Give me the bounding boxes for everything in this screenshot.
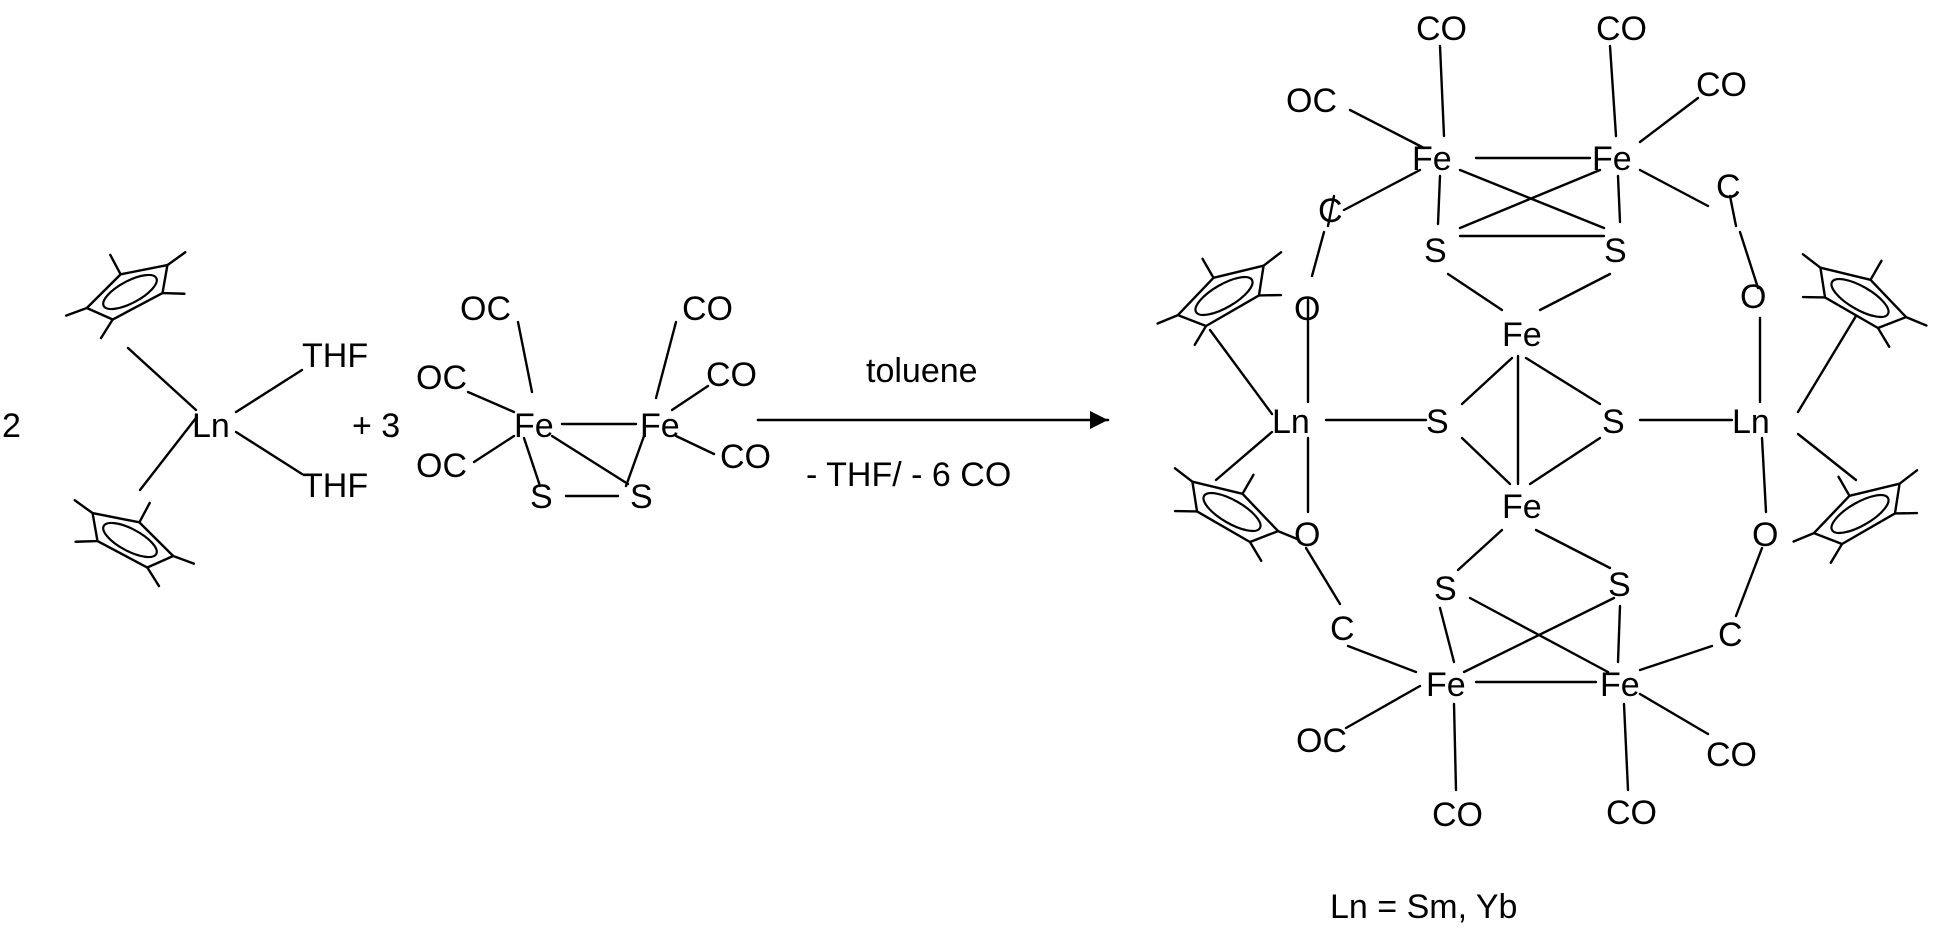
co-lower-right-side: CO xyxy=(1706,736,1757,774)
methyl-bond xyxy=(1898,469,1919,485)
co-reactant-mid-right: CO xyxy=(706,356,757,394)
fe-upper-left: Fe xyxy=(1412,140,1452,178)
co-lower-right-bottom: CO xyxy=(1606,794,1657,832)
methyl-bond xyxy=(1241,473,1255,496)
methyl-bond xyxy=(1904,315,1928,327)
cp-ring-reactant-upper xyxy=(64,251,187,340)
cp-ring-product-right-upper xyxy=(1801,253,1928,349)
condition-byproducts: - THF/ - 6 CO xyxy=(806,456,1011,494)
cp-pentagon xyxy=(85,263,169,321)
methyl-bond xyxy=(109,253,122,276)
methyl-bond xyxy=(172,554,196,565)
cp-pentagon xyxy=(1191,480,1280,544)
s-reactant-left: S xyxy=(530,478,553,516)
o-bridge-upper-left: O xyxy=(1294,290,1320,328)
metal-ln-reactant: Ln xyxy=(192,407,230,445)
methyl-bond xyxy=(1248,540,1263,563)
methyl-bond xyxy=(64,306,88,317)
co-upper-left-top: CO xyxy=(1416,10,1467,48)
cp-ring-product-right-lower xyxy=(1792,469,1919,565)
cp-aromatic-circle xyxy=(1830,493,1890,535)
cp-ring-product-left-upper xyxy=(1156,251,1283,347)
plus-three: + 3 xyxy=(352,407,400,445)
methyl-bond xyxy=(166,251,187,267)
cp-pentagon xyxy=(1176,264,1265,328)
co-upper-right-side: CO xyxy=(1696,66,1747,104)
methyl-bond xyxy=(1173,467,1194,483)
cp-aromatic-circle xyxy=(102,521,158,559)
s-lower-right: S xyxy=(1608,566,1631,604)
cp-ring-reactant-lower xyxy=(73,499,196,588)
c-bridge-upper-left: C xyxy=(1318,192,1343,230)
s-central-left: S xyxy=(1426,403,1449,441)
cp-pentagon xyxy=(1819,266,1908,330)
coefficient-two: 2 xyxy=(2,407,21,445)
methyl-bond xyxy=(1262,251,1283,267)
cp-star-rings xyxy=(64,251,1928,588)
cp-pentagon xyxy=(1812,482,1901,546)
methyl-bond xyxy=(161,291,186,295)
lanthanide-footnote: Ln = Sm, Yb xyxy=(1330,888,1517,926)
methyl-bond xyxy=(1193,324,1208,347)
co-reactant-top-left: OC xyxy=(460,290,511,328)
o-bridge-lower-left: O xyxy=(1294,516,1320,554)
s-reactant-right: S xyxy=(630,478,653,516)
c-bridge-lower-right: C xyxy=(1718,616,1743,654)
cp-aromatic-circle xyxy=(1202,491,1262,533)
methyl-bond xyxy=(1869,259,1883,282)
methyl-bond xyxy=(1156,313,1180,325)
condition-solvent: toluene xyxy=(866,352,978,390)
fe-lower-left: Fe xyxy=(1426,666,1466,704)
co-upper-left-side: OC xyxy=(1286,82,1337,120)
thf-upper: THF xyxy=(302,337,368,375)
fe-reactant-left: Fe xyxy=(514,407,554,445)
s-upper-right: S xyxy=(1604,232,1627,270)
s-lower-left: S xyxy=(1434,570,1457,608)
o-bridge-lower-right: O xyxy=(1752,516,1778,554)
s-upper-left: S xyxy=(1424,232,1447,270)
fe-lower-right: Fe xyxy=(1600,666,1640,704)
metal-ln-left: Ln xyxy=(1272,403,1310,441)
atom-labels: 2 Ln THF THF + 3 OC OC OC Fe Fe CO CO CO… xyxy=(2,10,1778,926)
cp-ring-product-left-lower xyxy=(1173,467,1300,563)
co-reactant-top-right: CO xyxy=(682,290,733,328)
co-upper-right-top: CO xyxy=(1596,10,1647,48)
methyl-bond xyxy=(1792,531,1816,543)
cp-pentagon xyxy=(91,511,175,569)
co-lower-left-side: OC xyxy=(1296,722,1347,760)
co-reactant-low-right: CO xyxy=(720,438,771,476)
s-central-right: S xyxy=(1602,403,1625,441)
co-reactant-low-left: OC xyxy=(416,447,467,485)
co-lower-left-bottom: CO xyxy=(1432,796,1483,834)
fe-central-top: Fe xyxy=(1502,316,1542,354)
fe-upper-right: Fe xyxy=(1592,140,1632,178)
c-bridge-upper-right: C xyxy=(1716,168,1741,206)
metal-ln-right: Ln xyxy=(1732,403,1770,441)
methyl-bond xyxy=(74,539,99,543)
methyl-bond xyxy=(1801,253,1822,269)
methyl-bond xyxy=(73,499,94,515)
cp-aromatic-circle xyxy=(1194,275,1254,317)
thf-lower: THF xyxy=(302,467,368,505)
fe-reactant-right: Fe xyxy=(640,407,680,445)
methyl-bond xyxy=(1876,326,1891,349)
co-reactant-mid-left: OC xyxy=(416,359,467,397)
methyl-bond xyxy=(146,566,161,588)
methyl-bond xyxy=(138,501,151,524)
cp-aromatic-circle xyxy=(1830,277,1890,319)
fe-central-bottom: Fe xyxy=(1502,488,1542,526)
methyl-bond xyxy=(1201,257,1215,280)
o-bridge-upper-right: O xyxy=(1740,278,1766,316)
bond-lines xyxy=(126,44,1858,792)
c-bridge-lower-left: C xyxy=(1330,610,1355,648)
cp-aromatic-circle xyxy=(102,273,158,311)
methyl-bond xyxy=(1829,542,1844,565)
methyl-bond xyxy=(1837,475,1851,498)
methyl-bond xyxy=(99,318,114,340)
methyl-bond xyxy=(1276,529,1300,541)
